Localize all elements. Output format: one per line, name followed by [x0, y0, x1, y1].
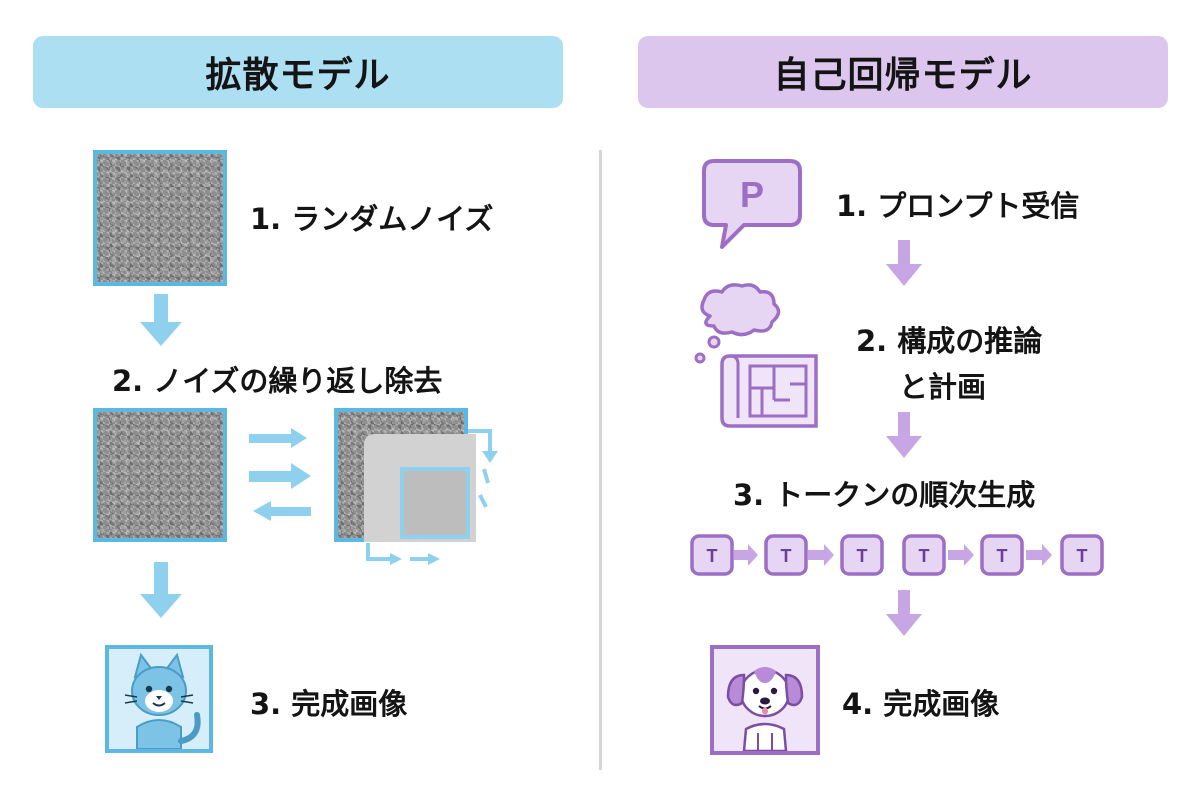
prompt-letter: P	[740, 174, 764, 215]
autoregressive-model-header: 自己回帰モデル	[638, 36, 1168, 108]
token-box	[764, 534, 808, 576]
diffusion-step-1-label: 1. ランダムノイズ	[250, 202, 494, 236]
token-letter: T	[1077, 546, 1088, 566]
token-arrow	[734, 544, 758, 566]
diffusion-step-2-label: 2. ノイズの繰り返し除去	[112, 364, 443, 398]
down-arrow-icon	[886, 240, 922, 286]
planning-icon	[694, 283, 818, 428]
partially-denoised-image	[334, 408, 476, 542]
token-letter: T	[781, 546, 792, 566]
token-arrow	[1026, 544, 1052, 566]
down-arrow-icon	[886, 412, 922, 458]
token-sequence: T T T T T T	[690, 534, 1104, 576]
token-box	[690, 534, 734, 576]
token-box	[980, 534, 1024, 576]
refinement-arrows-icon	[366, 429, 498, 565]
autoregressive-step-2-label: 2. 構成の推論	[856, 324, 1043, 358]
down-arrow-icon	[140, 294, 182, 346]
random-noise-image	[93, 150, 227, 286]
token-arrow	[948, 544, 974, 566]
token-letter: T	[997, 546, 1008, 566]
token-box	[1060, 534, 1104, 576]
token-arrow	[808, 544, 834, 566]
token-box	[840, 534, 884, 576]
inner-frame	[400, 467, 470, 539]
down-arrow-icon	[140, 562, 182, 618]
autoregressive-model-title: 自己回帰モデル	[773, 55, 1033, 96]
prompt-bubble-icon: P	[702, 159, 802, 249]
dog-icon	[726, 667, 804, 751]
token-letter: T	[857, 546, 868, 566]
diffusion-model-header: 拡散モデル	[33, 36, 563, 108]
token-box	[902, 534, 946, 576]
cat-icon	[124, 652, 201, 749]
down-arrow-icon	[886, 590, 922, 636]
column-divider	[599, 150, 602, 770]
autoregressive-step-3-label: 3. トークンの順次生成	[733, 478, 1036, 512]
token-letter: T	[919, 546, 930, 566]
final-image-frame	[105, 645, 213, 753]
noisy-image	[93, 408, 227, 542]
autoregressive-step-4-label: 4. 完成画像	[842, 687, 1000, 721]
iteration-arrows-icon	[249, 428, 311, 521]
autoregressive-step-1-label: 1. プロンプト受信	[836, 189, 1080, 223]
diffusion-model-title: 拡散モデル	[205, 55, 391, 96]
token-letter: T	[707, 546, 718, 566]
final-image-frame	[710, 645, 820, 755]
diffusion-step-3-label: 3. 完成画像	[250, 687, 408, 721]
autoregressive-step-2-label-line2: と計画	[899, 370, 987, 404]
